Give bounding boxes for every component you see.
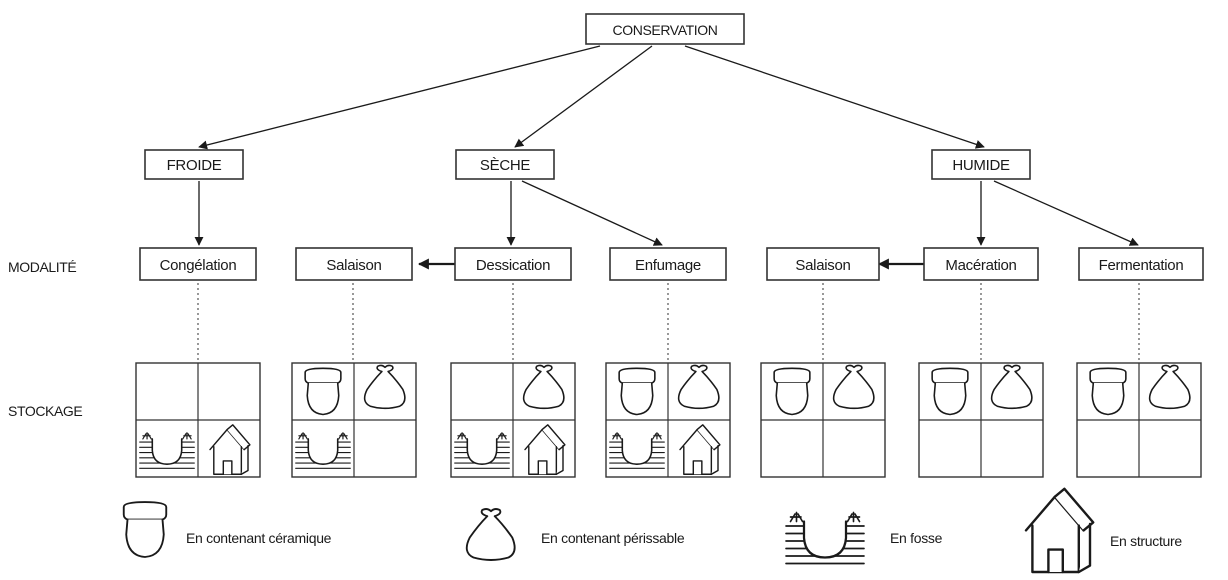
- sack-icon: [1148, 364, 1191, 410]
- category-node-label: SÈCHE: [480, 157, 530, 174]
- legend-label: En structure: [1110, 533, 1182, 549]
- edge-conservation-froide: [198, 45, 601, 150]
- modalite-node-label: Fermentation: [1099, 257, 1184, 274]
- legend-label: En fosse: [890, 530, 943, 546]
- legend: En contenant céramique En contenant péri…: [122, 487, 1183, 574]
- ceramic-pot-icon: [618, 367, 656, 416]
- edge-conservation-seche: [514, 45, 653, 148]
- sack-icon: [522, 364, 565, 410]
- legend-label: En contenant céramique: [186, 530, 332, 546]
- pit-icon: [454, 432, 510, 469]
- row-label-stockage: STOCKAGE: [8, 403, 82, 419]
- house-icon: [1024, 487, 1095, 574]
- house-icon: [679, 424, 721, 475]
- storage-grid: [1076, 362, 1202, 478]
- pit-icon: [139, 432, 195, 469]
- sack-icon: [832, 364, 875, 410]
- pit-icon: [295, 432, 351, 469]
- modalite-node-enfumage: Enfumage: [609, 247, 727, 281]
- legend-item-ceramique: En contenant céramique: [122, 501, 332, 558]
- legend-item-structure: En structure: [1024, 487, 1183, 574]
- row-label-modalite: MODALITÉ: [8, 259, 76, 275]
- ceramic-pot-icon: [1089, 367, 1127, 416]
- modalite-node-dessication: Dessication: [454, 247, 572, 281]
- storage-grid: [450, 362, 576, 478]
- modalite-node-label: Salaison: [795, 257, 850, 274]
- category-node-label: FROIDE: [167, 157, 222, 174]
- storage-grid: [918, 362, 1044, 478]
- root-node-conservation: CONSERVATION: [585, 13, 745, 45]
- legend-label: En contenant périssable: [541, 530, 685, 546]
- root-node-label: CONSERVATION: [613, 22, 718, 38]
- storage-grids: [135, 362, 1202, 478]
- modalite-node-label: Congélation: [160, 257, 237, 274]
- modalite-node-label: Dessication: [476, 257, 550, 274]
- modalite-node-label: Salaison: [326, 257, 381, 274]
- storage-grid: [605, 362, 731, 478]
- storage-grid: [135, 362, 261, 478]
- edge-seche-enfumage: [521, 180, 663, 246]
- category-node-froide: FROIDE: [144, 149, 244, 180]
- modalite-node-salaison-seche: Salaison: [295, 247, 413, 281]
- category-node-humide: HUMIDE: [931, 149, 1031, 180]
- edge-conservation-humide: [684, 45, 985, 149]
- ceramic-pot-icon: [931, 367, 969, 416]
- storage-grid: [760, 362, 886, 478]
- modalite-node-salaison-humide: Salaison: [766, 247, 880, 281]
- legend-item-perissable: En contenant périssable: [465, 508, 685, 561]
- modalite-node-label: Enfumage: [635, 257, 701, 274]
- modalite-node-fermentation: Fermentation: [1078, 247, 1204, 281]
- house-icon: [524, 424, 566, 475]
- sack-icon: [465, 508, 516, 561]
- sack-icon: [363, 364, 406, 410]
- legend-item-fosse: En fosse: [785, 511, 943, 565]
- pit-icon: [609, 432, 665, 469]
- edge-humide-fermentation: [993, 180, 1139, 246]
- storage-grid: [291, 362, 417, 478]
- pit-icon: [785, 511, 865, 565]
- modalite-node-label: Macération: [945, 257, 1016, 274]
- category-node-seche: SÈCHE: [455, 149, 555, 180]
- ceramic-pot-icon: [304, 367, 342, 416]
- modalite-node-congelation: Congélation: [139, 247, 257, 281]
- sack-icon: [990, 364, 1033, 410]
- sack-icon: [677, 364, 720, 410]
- dotted-connectors: [197, 283, 1140, 360]
- ceramic-pot-icon: [122, 501, 168, 558]
- ceramic-pot-icon: [773, 367, 811, 416]
- modalite-node-maceration: Macération: [923, 247, 1039, 281]
- category-node-label: HUMIDE: [952, 157, 1010, 174]
- edges: [194, 45, 1139, 270]
